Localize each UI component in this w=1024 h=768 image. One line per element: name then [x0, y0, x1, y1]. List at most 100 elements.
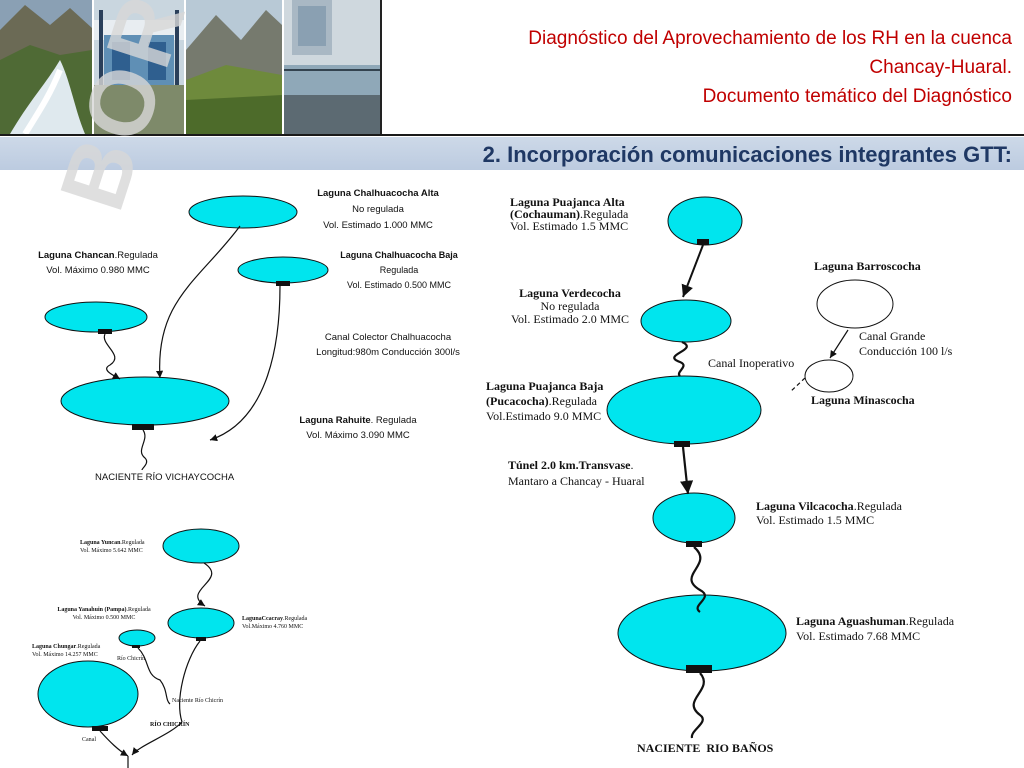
- line1: Canal Grande: [859, 329, 926, 343]
- section-bar: [0, 137, 1024, 170]
- label-puajanca-baja: Laguna Puajanca Baja (Pucacocha).Regulad…: [486, 379, 603, 424]
- label-puajanca-alta: Laguna Puajanca Alta (Cochauman).Regulad…: [510, 196, 628, 232]
- volume: Vol. Máximo 0.980 MMC: [46, 265, 150, 276]
- label-naciente-vichaycocha: NACIENTE RÍO VICHAYCOCHA: [95, 472, 235, 483]
- lake-barroscocha: [816, 279, 894, 329]
- volume: Vol. Estimado 7.68 MMC: [796, 629, 921, 643]
- status: . Regulada: [370, 415, 417, 426]
- status: .Regulada: [120, 540, 145, 546]
- dam-gates-photo: [94, 0, 184, 134]
- label-rio-chicrin: RÍO CHICRÍN: [150, 722, 190, 728]
- title-line-1: Diagnóstico del Aprovechamiento de los R…: [528, 28, 1012, 49]
- lake-puajanca-alta: [667, 196, 743, 246]
- line1-suffix: .: [630, 458, 634, 472]
- name: Laguna Verdecocha: [519, 286, 621, 300]
- volume: Vol.Máximo 4.760 MMC: [242, 624, 304, 630]
- name: Laguna Rahuite: [299, 415, 371, 426]
- label-canal-grande: Canal Grande Conducción 100 l/s: [859, 329, 952, 359]
- lake-verdecocha: [640, 299, 732, 343]
- lake-aguashuman: [617, 594, 787, 672]
- status: .Regulada: [853, 499, 903, 513]
- volume: Vol. Máximo 0.500 MMC: [72, 615, 136, 621]
- label-verdecocha: Laguna Verdecocha No regulada Vol. Estim…: [500, 287, 640, 326]
- label-aguashuman: Laguna Aguashuman.Regulada Vol. Estimado…: [796, 614, 954, 644]
- name: Laguna Yuncan: [80, 540, 121, 546]
- label-ccacray: LagunaCcacray.Regulada Vol.Máximo 4.760 …: [242, 615, 307, 631]
- volume: Vol. Estimado 1.000 MMC: [323, 220, 433, 231]
- lake-vilcacocha: [652, 492, 736, 544]
- name: Laguna Chalhuacocha Alta: [317, 188, 439, 199]
- status: .Regulada: [548, 394, 597, 408]
- volume: Vol. Estimado 1.5 MMC: [510, 219, 629, 233]
- label-vilcacocha: Laguna Vilcacocha.Regulada Vol. Estimado…: [756, 499, 902, 527]
- name: Laguna Chalhuacocha Baja: [340, 250, 458, 260]
- name2: (Pucacocha): [486, 394, 549, 408]
- volume: Vol. Estimado 2.0 MMC: [510, 312, 630, 326]
- volume: Vol. Máximo 14.257 MMC: [32, 652, 98, 658]
- line2: Longitud:980m Conducción 300l/s: [316, 347, 460, 358]
- lake-chalhuacocha-baja: [237, 256, 329, 284]
- lake-chungar: [37, 660, 139, 728]
- river-photo: [0, 0, 92, 134]
- name: Laguna Yanahuin (Pampa): [57, 607, 127, 613]
- label-naciente-rio-banos: NACIENTE RIO BAÑOS: [637, 741, 774, 755]
- label-chungar: Laguna Chungar.Regulada Vol. Máximo 14.2…: [32, 643, 100, 659]
- name2: (Cochauman): [510, 207, 581, 221]
- lake-ccacray: [167, 607, 235, 639]
- status: .Regulada: [283, 616, 308, 622]
- name: Laguna Chungar: [32, 644, 77, 650]
- lake-yuncan: [162, 528, 240, 564]
- status: No regulada: [352, 204, 404, 215]
- water-tank-photo: [284, 0, 380, 134]
- volume: Vol.Estimado 9.0 MMC: [486, 409, 602, 423]
- label-canal-inoperativo: Canal Inoperativo: [708, 356, 795, 370]
- lake-chalhuacocha-alta: [188, 195, 298, 229]
- status: .Regulada: [76, 644, 101, 650]
- label-naciente-rio-chicrin: Naciente Río Chicrín: [172, 698, 223, 704]
- name1: Laguna Puajanca Baja: [486, 379, 604, 393]
- label-chancan: Laguna Chancan.Regulada Vol. Máximo 0.98…: [30, 248, 166, 278]
- volume: Vol. Estimado 0.500 MMC: [346, 280, 452, 290]
- header-divider: [380, 0, 382, 134]
- line1: Túnel 2.0 km.Transvase: [508, 458, 631, 472]
- label-yanahuin: Laguna Yanahuin (Pampa).Regulada Vol. Má…: [46, 606, 162, 622]
- label-yuncan: Laguna Yuncan.Regulada Vol. Máximo 5.642…: [80, 539, 145, 555]
- name: LagunaCcacray: [242, 616, 283, 622]
- title-line-3: Documento temático del Diagnóstico: [702, 86, 1012, 107]
- label-rahuite: Laguna Rahuite. Regulada Vol. Máximo 3.0…: [290, 413, 426, 443]
- label-chalhuacocha-baja: Laguna Chalhuacocha Baja Regulada Vol. E…: [336, 248, 462, 293]
- status: .Regulada: [114, 250, 158, 261]
- status: .Regulada: [126, 607, 151, 613]
- lake-yanahuin: [118, 629, 156, 647]
- name: Laguna Vilcacocha: [756, 499, 854, 513]
- line2: Conducción 100 l/s: [859, 344, 953, 358]
- status: .Regulada: [905, 614, 955, 628]
- lake-minascocha: [804, 359, 854, 393]
- status: No regulada: [540, 299, 600, 313]
- lake-rahuite: [60, 376, 230, 426]
- status: Regulada: [379, 265, 419, 275]
- volume: Vol. Estimado 1.5 MMC: [756, 513, 875, 527]
- header-banner: Diagnóstico del Aprovechamiento de los R…: [0, 0, 1024, 136]
- volume: Vol. Máximo 3.090 MMC: [306, 430, 410, 441]
- label-tunel-transvase: Túnel 2.0 km.Transvase. Mantaro a Chanca…: [508, 457, 645, 489]
- status: .Regulada: [580, 207, 629, 221]
- label-rio-chicrin-small: Río Chicrín: [117, 656, 146, 662]
- label-canal-small: Canal: [82, 737, 96, 743]
- label-chalhuacocha-alta: Laguna Chalhuacocha Alta No regulada Vol…: [300, 186, 456, 234]
- name: Laguna Chancan: [38, 250, 115, 261]
- section-title: 2. Incorporación comunicaciones integran…: [482, 142, 1012, 167]
- lake-chancan: [44, 301, 148, 333]
- mountain-valley-photo: [186, 0, 282, 134]
- line1: Canal Colector Chalhuacocha: [324, 332, 452, 343]
- volume: Vol. Máximo 5.642 MMC: [80, 548, 143, 554]
- lake-puajanca-baja: [606, 375, 762, 445]
- label-canal-colector: Canal Colector Chalhuacocha Longitud:980…: [306, 330, 470, 360]
- name1: Laguna Puajanca Alta: [510, 195, 625, 209]
- title-line-2: Chancay-Huaral.: [869, 57, 1012, 78]
- name: Laguna Aguashuman: [796, 614, 906, 628]
- document-title: Diagnóstico del Aprovechamiento de los R…: [412, 24, 1012, 111]
- label-minascocha: Laguna Minascocha: [811, 393, 915, 407]
- line2: Mantaro a Chancay - Huaral: [508, 474, 645, 488]
